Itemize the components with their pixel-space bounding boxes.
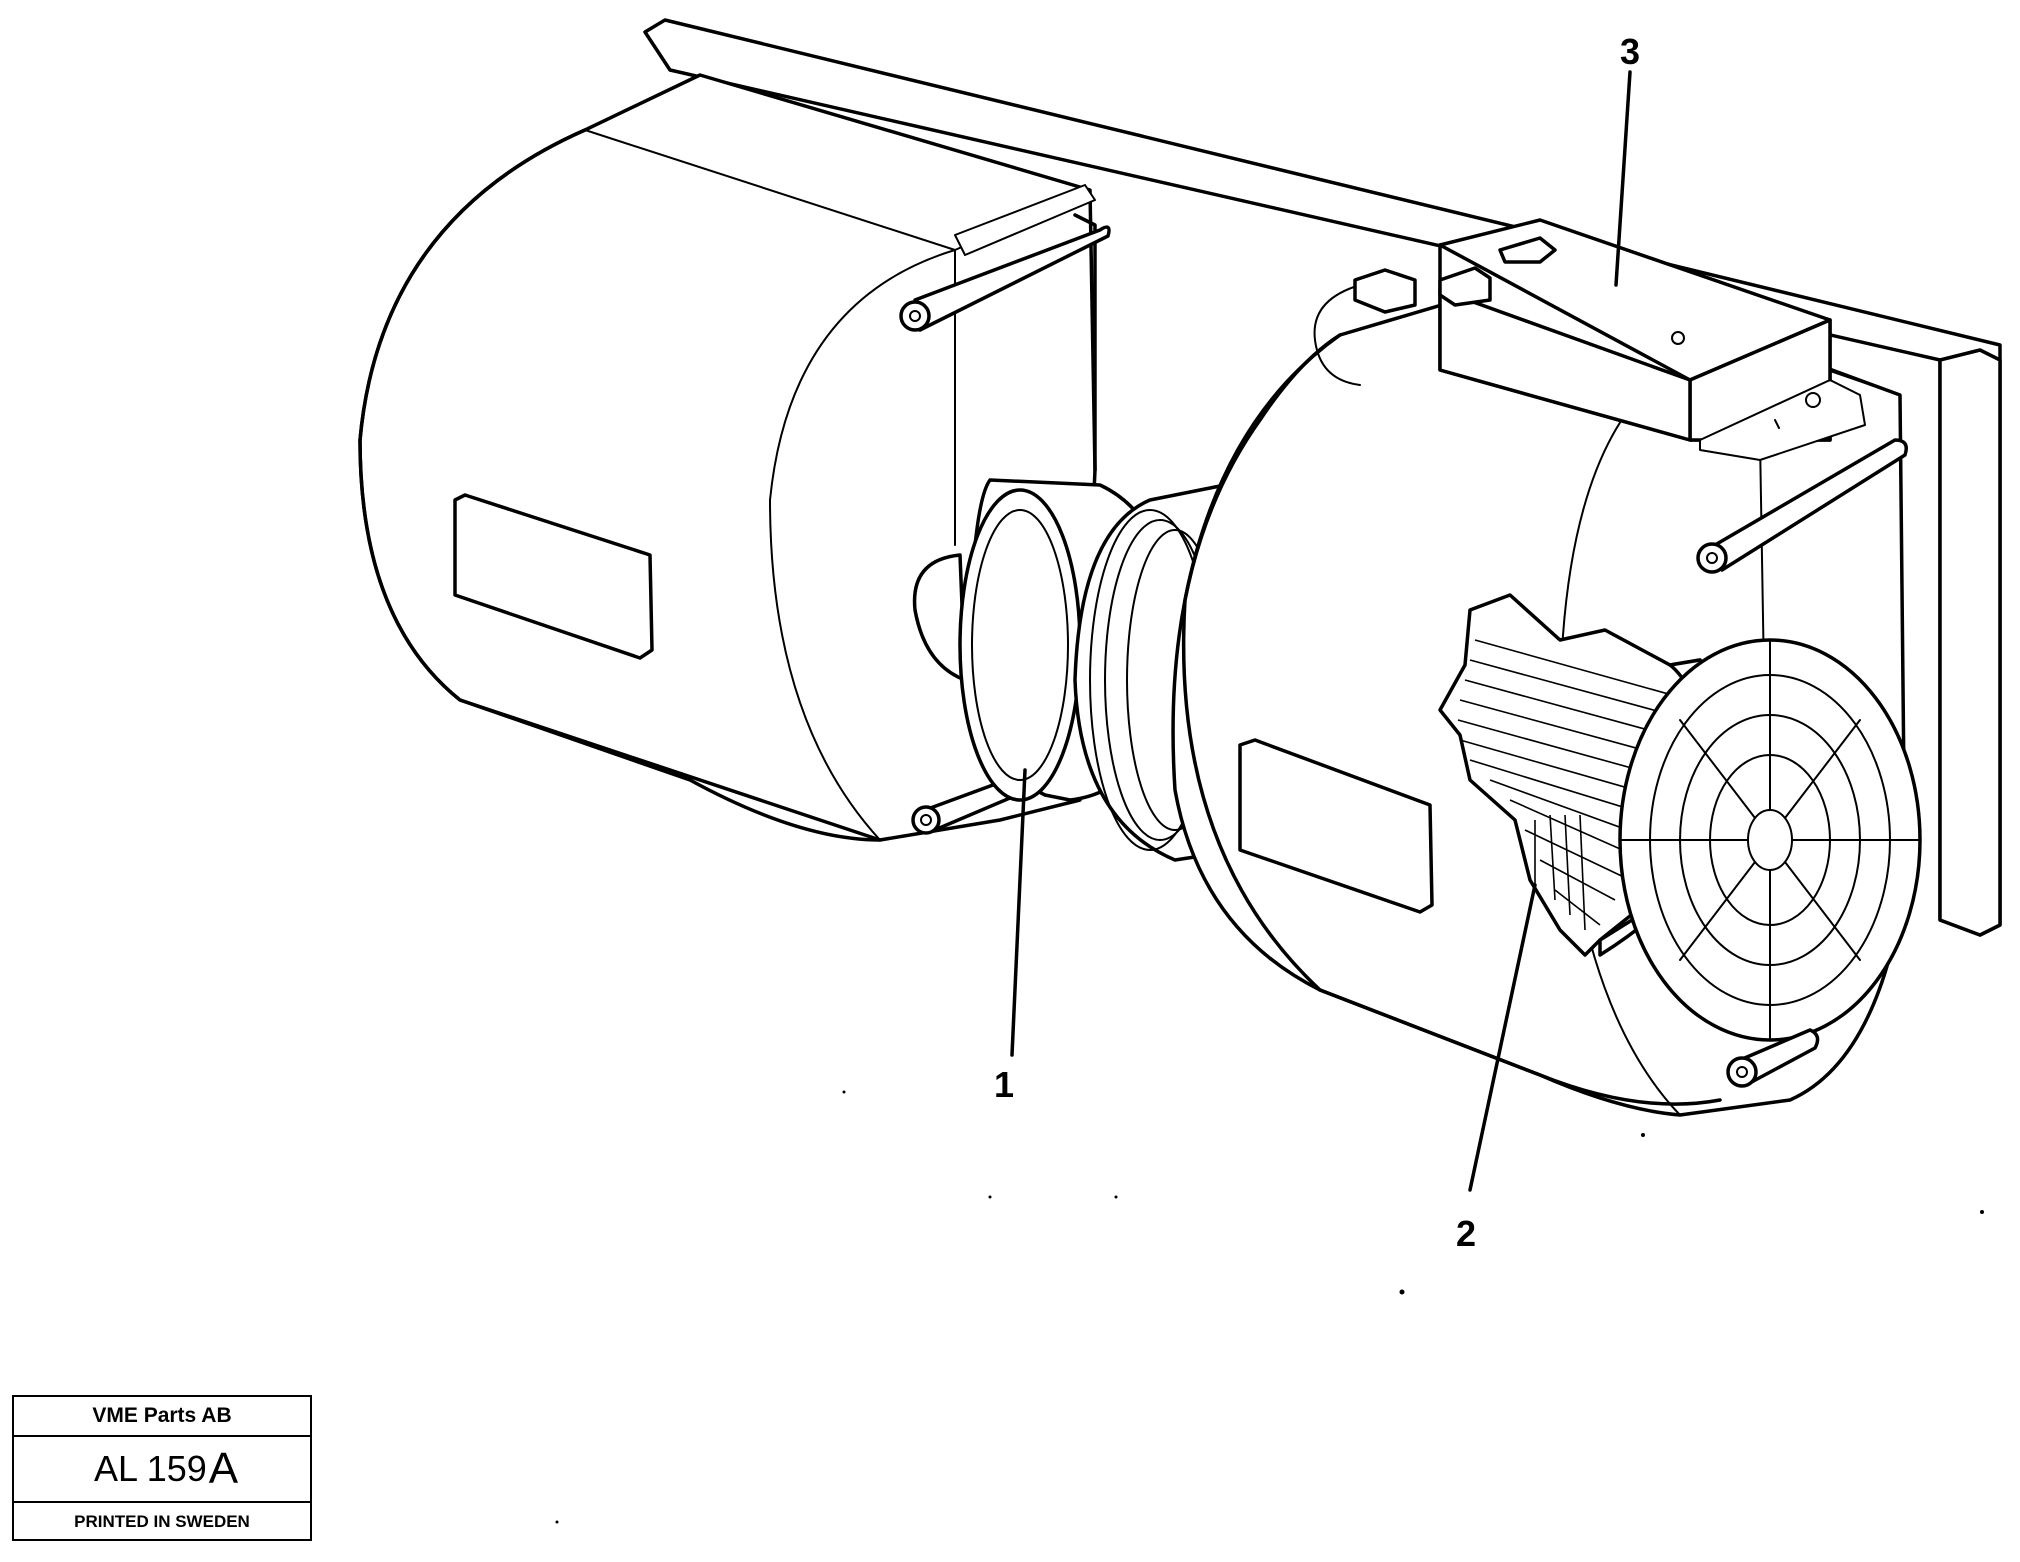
callout-3: 3 (1620, 31, 1640, 72)
print-specks (555, 1090, 1984, 1524)
drawing-number: AL 159 (94, 1448, 207, 1489)
leader-line-1 (1010, 768, 1027, 1057)
leader-lines (1010, 70, 1632, 1192)
right-housing-rods (1696, 438, 1908, 1088)
resistor-box (1313, 218, 1866, 461)
leader-line-3 (1614, 70, 1632, 287)
drawing-revision: A (208, 1444, 239, 1493)
callout-1: 1 (994, 1064, 1014, 1105)
company-name: VME Parts AB (14, 1397, 310, 1437)
inlet-grille (1618, 638, 1922, 1042)
printed-in-note: PRINTED IN SWEDEN (74, 1512, 250, 1531)
leader-line-2 (1468, 883, 1537, 1192)
mounting-plate (643, 18, 2002, 937)
callout-2: 2 (1456, 1213, 1476, 1254)
